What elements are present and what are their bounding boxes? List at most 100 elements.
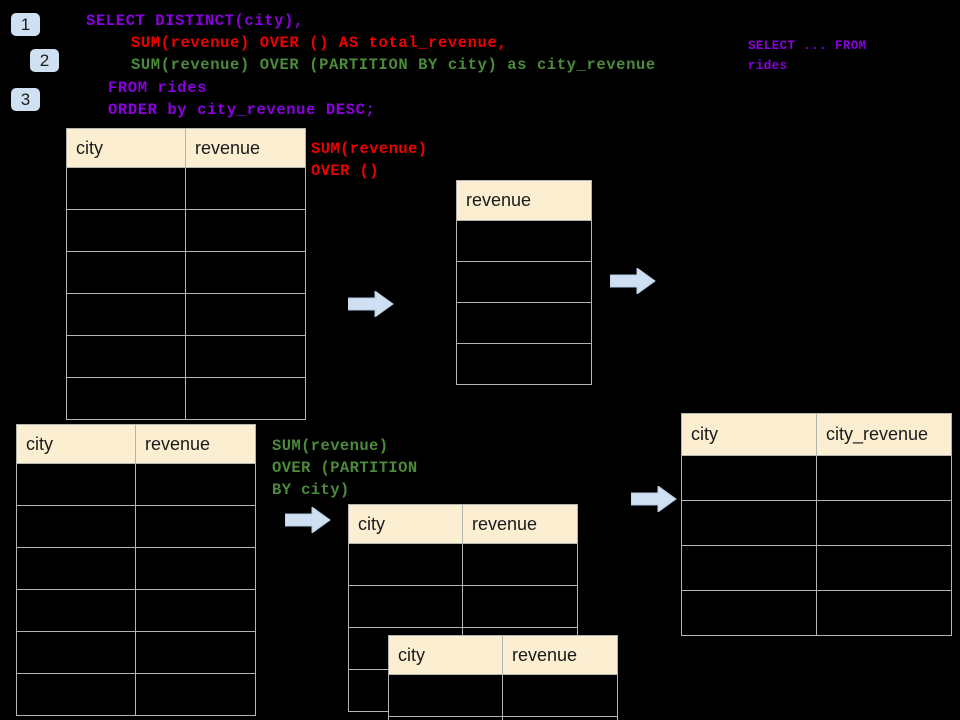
table-row bbox=[388, 674, 618, 717]
cell bbox=[348, 543, 463, 586]
cell bbox=[16, 463, 136, 506]
annotation-over-partition-line1: SUM(revenue) bbox=[272, 437, 389, 455]
side-note-rides: rides bbox=[748, 59, 788, 73]
cell bbox=[502, 674, 618, 717]
cell bbox=[462, 585, 578, 628]
column-header-city: city bbox=[348, 504, 463, 544]
cell bbox=[348, 585, 463, 628]
table-row bbox=[456, 261, 592, 303]
cell bbox=[16, 589, 136, 632]
table-row bbox=[16, 463, 256, 506]
cell bbox=[135, 505, 256, 548]
cell bbox=[185, 251, 306, 294]
column-header-revenue: revenue bbox=[456, 180, 592, 221]
table-rides-source: city revenue bbox=[66, 128, 306, 420]
cell bbox=[16, 547, 136, 590]
cell bbox=[456, 343, 592, 385]
annotation-over-partition-line2: OVER (PARTITION bbox=[272, 459, 418, 477]
cell bbox=[681, 545, 817, 591]
table-header-row: city revenue bbox=[388, 635, 618, 675]
table-row bbox=[348, 543, 578, 586]
table-row bbox=[16, 589, 256, 632]
cell bbox=[66, 209, 186, 252]
table-row bbox=[66, 167, 306, 210]
table-row bbox=[16, 505, 256, 548]
table-row bbox=[66, 377, 306, 420]
annotation-over-partition-line3: BY city) bbox=[272, 481, 350, 499]
cell bbox=[135, 463, 256, 506]
table-row bbox=[681, 590, 952, 636]
flow-arrow-3 bbox=[285, 507, 331, 533]
cell bbox=[185, 167, 306, 210]
cell bbox=[185, 293, 306, 336]
side-note-select-from: SELECT ... FROM bbox=[748, 39, 867, 53]
cell bbox=[66, 251, 186, 294]
cell bbox=[456, 302, 592, 344]
table-row bbox=[16, 631, 256, 674]
cell bbox=[502, 716, 618, 720]
cell bbox=[66, 293, 186, 336]
column-header-city: city bbox=[388, 635, 503, 675]
step-badge-2: 2 bbox=[30, 49, 59, 72]
flow-arrow-2 bbox=[610, 268, 656, 294]
column-header-revenue: revenue bbox=[135, 424, 256, 464]
column-header-revenue: revenue bbox=[502, 635, 618, 675]
table-row bbox=[456, 220, 592, 262]
cell bbox=[16, 631, 136, 674]
table-partition-front: city revenue bbox=[388, 635, 618, 720]
step-badge-3: 3 bbox=[11, 88, 40, 111]
column-header-city: city bbox=[16, 424, 136, 464]
cell bbox=[816, 590, 952, 636]
table-row bbox=[348, 585, 578, 628]
column-header-city: city bbox=[66, 128, 186, 168]
cell bbox=[135, 631, 256, 674]
cell bbox=[681, 500, 817, 546]
column-header-revenue: revenue bbox=[185, 128, 306, 168]
annotation-over-empty-line2: OVER () bbox=[311, 162, 379, 180]
cell bbox=[185, 209, 306, 252]
cell bbox=[681, 590, 817, 636]
step-badge-1: 1 bbox=[11, 13, 40, 36]
table-row bbox=[66, 251, 306, 294]
table-row bbox=[66, 293, 306, 336]
table-header-row: city city_revenue bbox=[681, 413, 952, 456]
cell bbox=[816, 545, 952, 591]
table-row bbox=[388, 716, 618, 720]
table-row bbox=[16, 547, 256, 590]
cell bbox=[16, 505, 136, 548]
flow-arrow-1 bbox=[348, 291, 394, 317]
sql-line-order-by: ORDER by city_revenue DESC; bbox=[108, 101, 376, 119]
cell bbox=[681, 455, 817, 501]
flow-arrow-4 bbox=[631, 486, 677, 512]
cell bbox=[816, 500, 952, 546]
sql-line-select: SELECT DISTINCT(city), bbox=[86, 12, 304, 30]
cell bbox=[135, 589, 256, 632]
table-row bbox=[681, 500, 952, 546]
cell bbox=[135, 673, 256, 716]
table-row bbox=[16, 673, 256, 716]
table-row bbox=[681, 455, 952, 501]
cell bbox=[456, 261, 592, 303]
column-header-city-revenue: city_revenue bbox=[816, 413, 952, 456]
table-row bbox=[66, 335, 306, 378]
table-header-row: city revenue bbox=[66, 128, 306, 168]
table-city-revenue-result: city city_revenue bbox=[681, 413, 952, 636]
sql-line-total-revenue: SUM(revenue) OVER () AS total_revenue, bbox=[131, 34, 508, 52]
column-header-revenue: revenue bbox=[462, 504, 578, 544]
cell bbox=[388, 674, 503, 717]
table-row bbox=[456, 302, 592, 344]
table-header-row: revenue bbox=[456, 180, 592, 221]
table-row bbox=[66, 209, 306, 252]
table-header-row: city revenue bbox=[348, 504, 578, 544]
cell bbox=[388, 716, 503, 720]
cell bbox=[135, 547, 256, 590]
cell bbox=[185, 377, 306, 420]
table-row bbox=[456, 343, 592, 385]
column-header-city: city bbox=[681, 413, 817, 456]
cell bbox=[16, 673, 136, 716]
annotation-over-empty-line1: SUM(revenue) bbox=[311, 140, 428, 158]
table-rides-source-lower: city revenue bbox=[16, 424, 256, 716]
cell bbox=[185, 335, 306, 378]
cell bbox=[66, 167, 186, 210]
